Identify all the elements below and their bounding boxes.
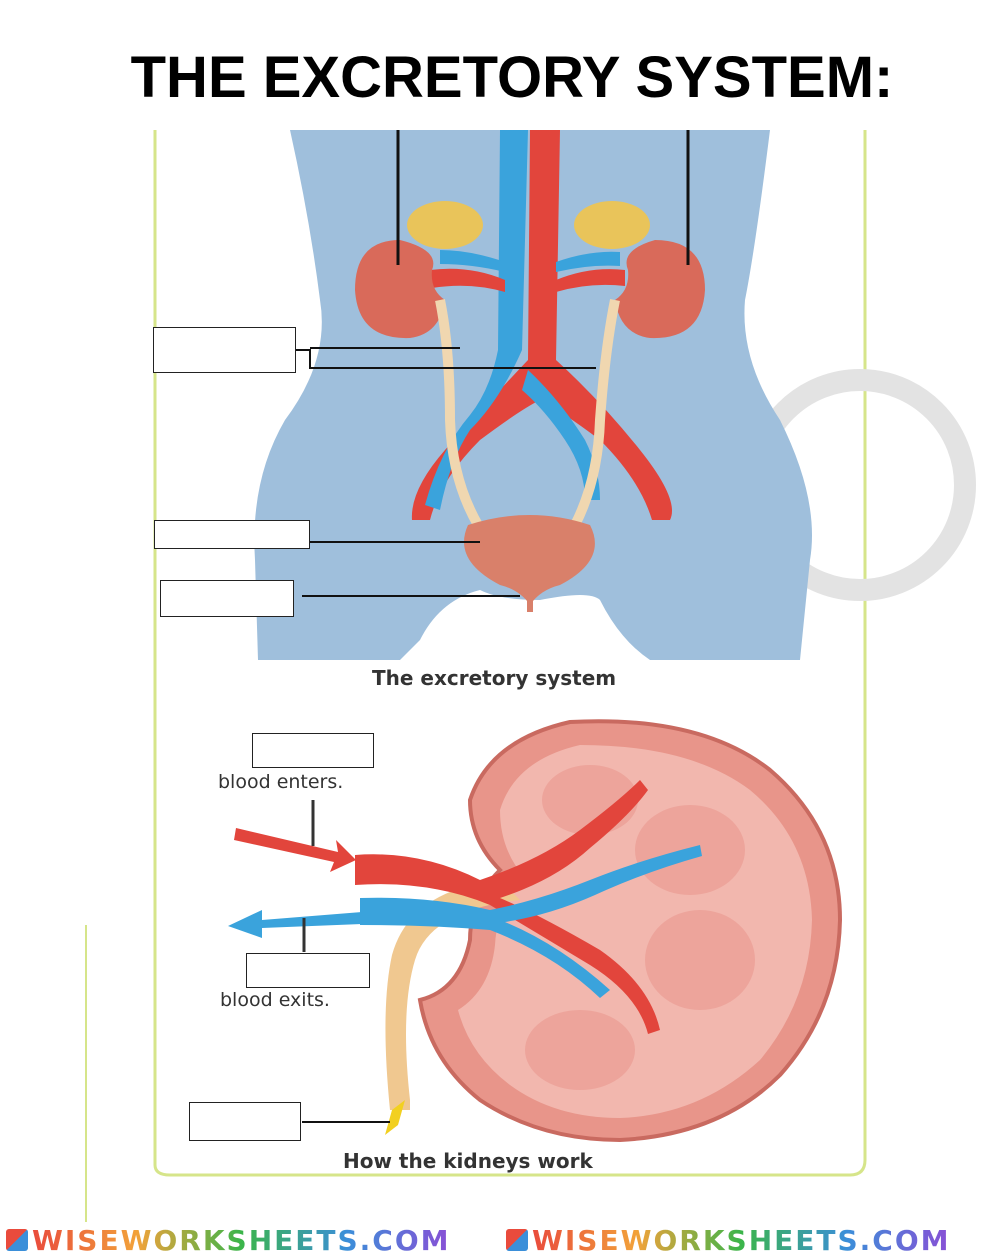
- bladder: [464, 515, 595, 605]
- page-title: THE EXCRETORY SYSTEM:: [130, 45, 894, 110]
- blood-enters-label: blood enters.: [218, 771, 344, 793]
- ureter-right: [570, 299, 620, 528]
- wise-logo-icon: [6, 1229, 28, 1251]
- pyramid-3: [645, 910, 755, 1010]
- label-box-ureter[interactable]: [153, 327, 296, 373]
- vena-cava-right: [522, 370, 600, 500]
- renal-vessels-left: [430, 268, 505, 292]
- ureter-pointer: [296, 347, 596, 369]
- frame-border: [153, 130, 867, 1177]
- renal-vessels-right: [556, 269, 625, 292]
- label-box-vein[interactable]: [246, 953, 370, 988]
- label-box-bladder[interactable]: [154, 520, 310, 549]
- brand-left-text: WISEWORKSHEETS.COM: [32, 1223, 451, 1257]
- blood-exits-arrow: [228, 910, 362, 938]
- bottom-caption: How the kidneys work: [343, 1149, 593, 1173]
- blood-enters-arrow: [234, 828, 356, 872]
- kidney-right: [615, 240, 705, 339]
- brand-right-text: WISEWORKSHEETS.COM: [532, 1223, 951, 1257]
- label-box-urethra[interactable]: [160, 580, 294, 617]
- vena-cava: [425, 130, 528, 510]
- label-box-ureter-kidney[interactable]: [189, 1102, 301, 1141]
- adrenal-gland-left: [407, 201, 483, 249]
- footer: WISEWORKSHEETS.COM WISEWORKSHEETS.COM: [0, 1222, 1000, 1258]
- renal-vein-right: [556, 251, 620, 272]
- kidney-left: [355, 240, 445, 339]
- brand-left: WISEWORKSHEETS.COM: [6, 1222, 451, 1258]
- blood-exits-label: blood exits.: [220, 989, 330, 1011]
- brand-right: WISEWORKSHEETS.COM: [506, 1222, 951, 1258]
- kidney-ureter: [385, 880, 520, 1110]
- label-box-artery[interactable]: [252, 733, 374, 768]
- top-caption: The excretory system: [372, 666, 617, 690]
- wise-logo-icon: [506, 1229, 528, 1251]
- adrenal-gland-right: [574, 201, 650, 249]
- ureter-left: [435, 299, 483, 528]
- urine-drop: [385, 1100, 405, 1135]
- renal-vein: [360, 845, 702, 998]
- renal-vein-left: [440, 250, 505, 272]
- pyramid-4: [525, 1010, 635, 1090]
